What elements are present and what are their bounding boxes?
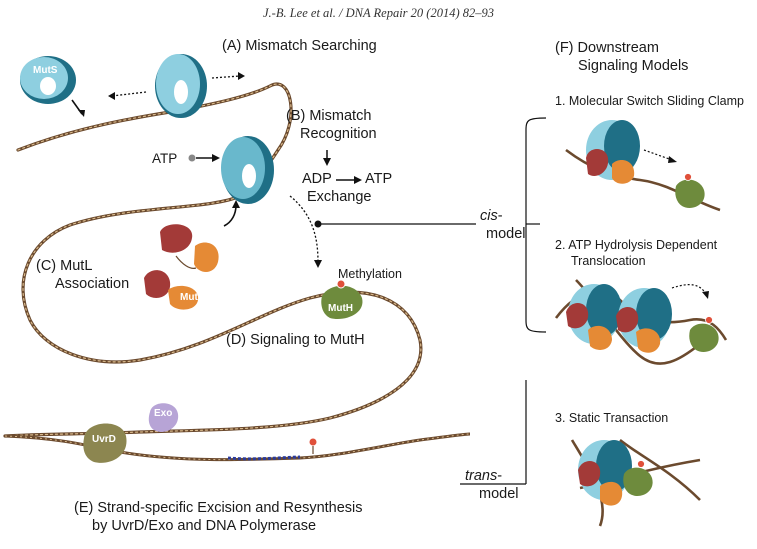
label-cis: cis bbox=[480, 208, 498, 224]
label-cis-model: model bbox=[486, 226, 526, 242]
label-model3: 3. Static Transaction bbox=[555, 411, 669, 425]
label-signaling: (D) Signaling to MutH bbox=[226, 332, 365, 348]
label-cis-dash: - bbox=[497, 208, 503, 224]
label-mutl-association-2: Association bbox=[55, 276, 130, 292]
dotted-arrow-left-icon bbox=[111, 91, 147, 97]
arrow-head-icon bbox=[232, 200, 240, 208]
dotted-arrow-right-icon bbox=[211, 75, 241, 79]
label-downstream-1: (F) Downstream bbox=[555, 40, 659, 56]
bracket-dot-icon bbox=[314, 220, 322, 228]
label-excision-1: (E) Strand-specific Excision and Resynth… bbox=[74, 500, 363, 516]
methylation-mark-icon bbox=[308, 437, 318, 447]
label-trans: trans bbox=[465, 468, 498, 484]
label-mismatch-recognition-1: (B) Mismatch bbox=[286, 108, 372, 124]
label-trans-model: model bbox=[479, 486, 519, 502]
protein-label-muth: MutH bbox=[328, 303, 353, 314]
arrow-head-icon bbox=[354, 176, 362, 184]
dna-strand-excision bbox=[4, 432, 471, 462]
label-adp: ADP bbox=[302, 171, 332, 187]
label-excision-2: by UvrD/Exo and DNA Polymerase bbox=[92, 518, 317, 534]
exo-icon bbox=[148, 403, 179, 433]
model-brackets bbox=[318, 117, 547, 485]
label-downstream-2: Signaling Models bbox=[578, 58, 689, 74]
arrow-head-icon bbox=[323, 158, 331, 166]
label-model2-2: Translocation bbox=[571, 254, 646, 268]
label-methylation: Methylation bbox=[338, 267, 402, 281]
label-model2-1: 2. ATP Hydrolysis Dependent bbox=[555, 238, 718, 252]
dotted-arrow-icon bbox=[289, 195, 319, 263]
arrow-head-icon bbox=[212, 154, 220, 162]
arrow-head-icon bbox=[78, 110, 85, 117]
protein-label-mutl: MutL bbox=[180, 292, 204, 303]
protein-label-exo: Exo bbox=[154, 408, 173, 419]
page-header: J.-B. Lee et al. / DNA Repair 20 (2014) … bbox=[263, 6, 494, 20]
muts-recognition-icon bbox=[221, 136, 274, 204]
label-model1: 1. Molecular Switch Sliding Clamp bbox=[555, 94, 744, 108]
label-trans-model-prefix: trans- bbox=[465, 468, 502, 485]
label-trans-dash: - bbox=[497, 468, 503, 484]
label-atp: ATP bbox=[152, 151, 178, 166]
uvrd-icon bbox=[83, 423, 127, 463]
muts-free-icon bbox=[20, 56, 76, 104]
dna-strand-main bbox=[3, 82, 423, 438]
muts-searching-icon bbox=[155, 54, 207, 118]
label-mismatch-searching: (A) Mismatch Searching bbox=[222, 38, 377, 54]
label-mutl-association-1: (C) MutL bbox=[36, 258, 93, 274]
arrow-head-icon bbox=[238, 72, 245, 80]
label-atp-exchange: ATP bbox=[365, 171, 393, 187]
protein-label-muts: MutS bbox=[33, 65, 58, 76]
arrow-head-icon bbox=[108, 92, 115, 100]
arrow-head-icon bbox=[314, 260, 322, 268]
muth-icon bbox=[321, 285, 363, 320]
mutl-icon bbox=[144, 224, 219, 310]
model1-illustration bbox=[565, 120, 721, 212]
label-mismatch-recognition-2: Recognition bbox=[300, 126, 377, 142]
model2-illustration bbox=[554, 279, 728, 365]
label-cis-model-prefix: cis- bbox=[480, 208, 503, 225]
model3-illustration bbox=[570, 438, 701, 527]
atp-molecule-icon bbox=[188, 154, 196, 162]
arrow-icon bbox=[223, 204, 237, 227]
protein-label-uvrd: UvrD bbox=[92, 434, 116, 445]
methylation-mark-icon bbox=[336, 279, 346, 289]
label-exchange: Exchange bbox=[307, 189, 372, 205]
